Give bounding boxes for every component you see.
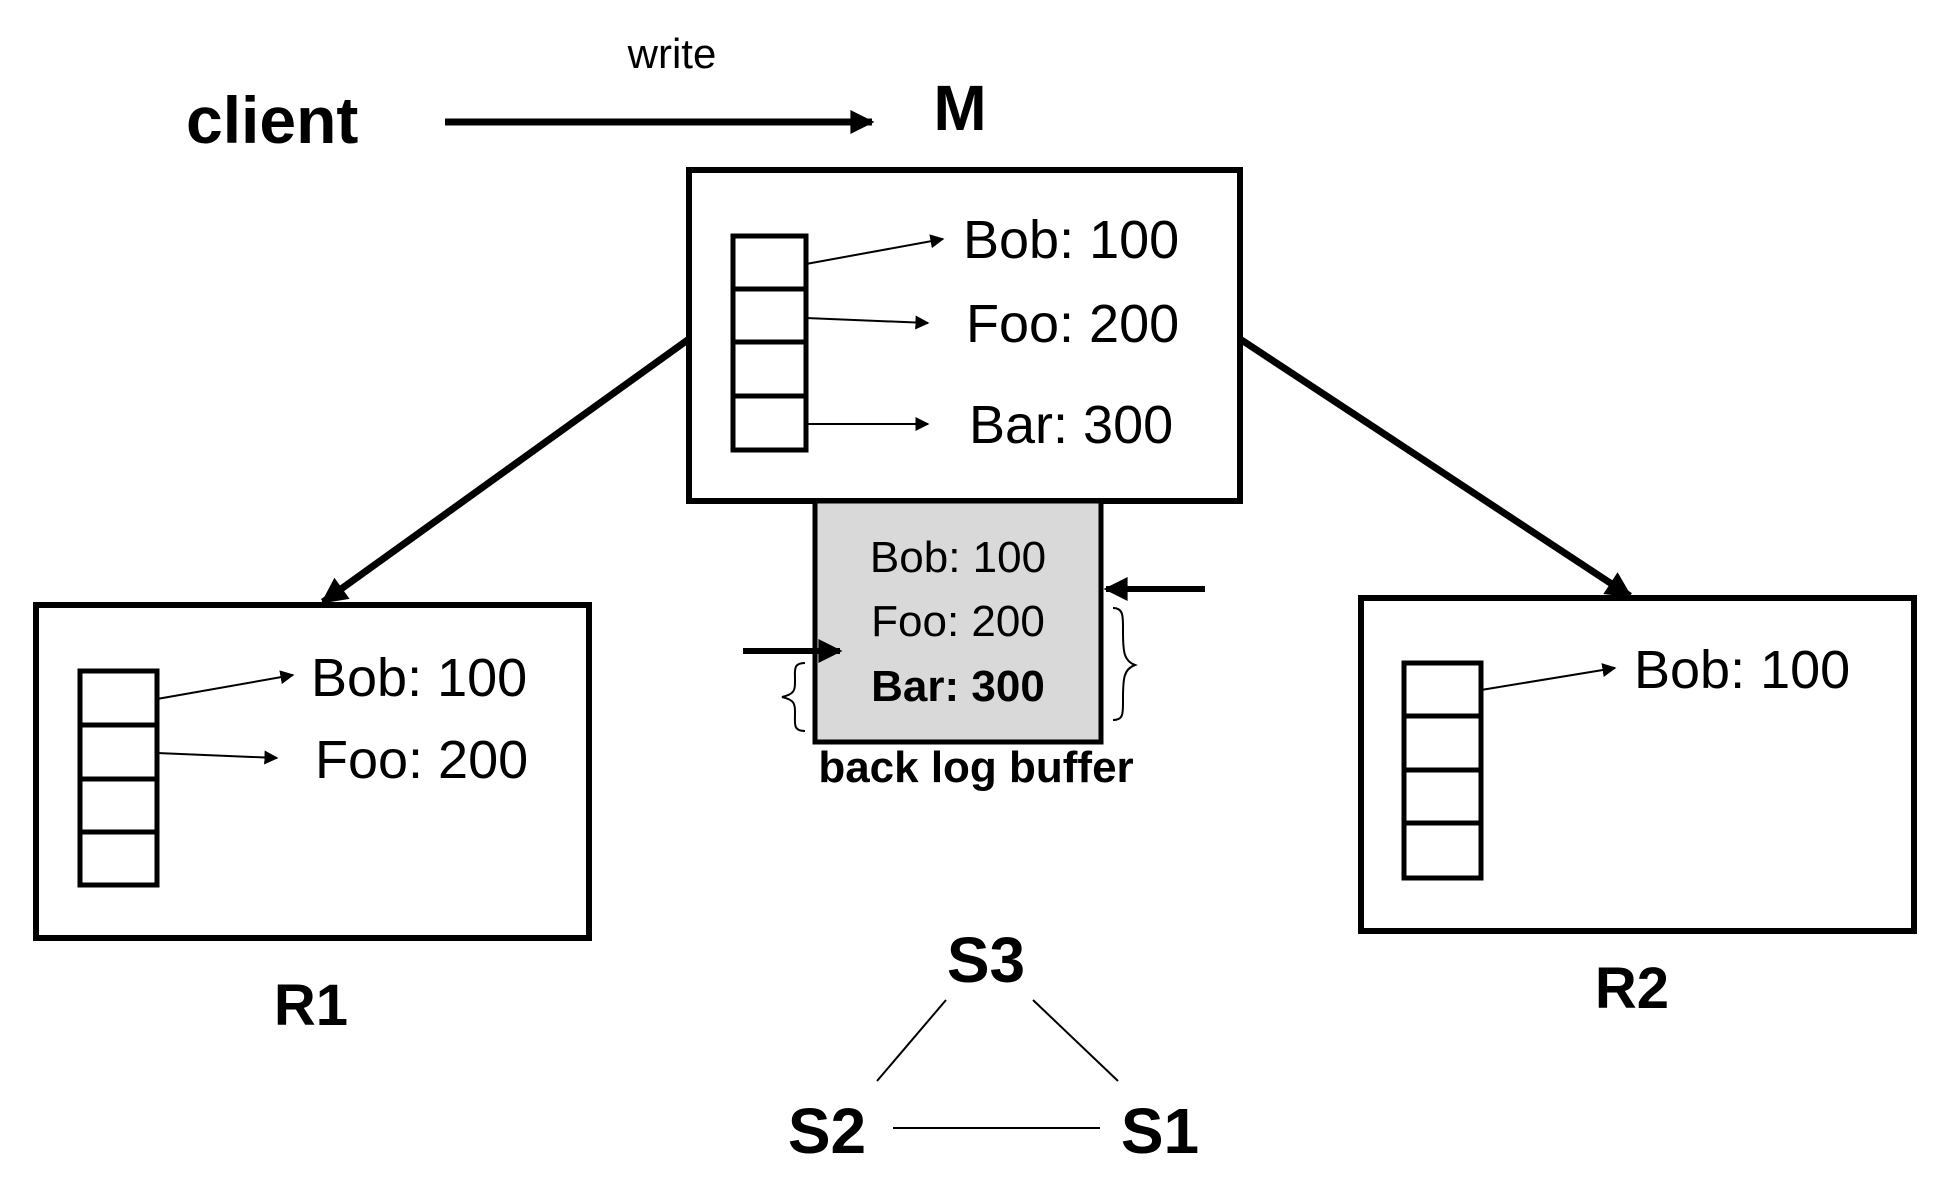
- replica-r2-node: Bob: 100: [1358, 595, 1917, 934]
- backlog-right-brace: [1112, 607, 1138, 721]
- backlog-box: [812, 498, 1104, 745]
- master-node: Bob: 100 Foo: 200 Bar: 300: [686, 167, 1243, 504]
- client-label: client: [186, 83, 358, 157]
- r1-pointer-arrow: [156, 670, 295, 700]
- sentinel-group: S3 S2 S1: [788, 924, 1199, 1167]
- replica-r1-label: R1: [274, 973, 348, 1038]
- r2-slot: [1401, 713, 1484, 773]
- r2-slot: [1401, 767, 1484, 826]
- backlog-entry: Bob: 100: [870, 533, 1046, 582]
- r2-slot: [1401, 820, 1484, 881]
- backlog-label: back log buffer: [818, 743, 1133, 792]
- backlog-buffer: Bob: 100 Foo: 200 Bar: 300 back log buff…: [743, 498, 1205, 792]
- replicate-arrow-r2: [1238, 336, 1633, 599]
- sentinel-link-s3-s2: [876, 999, 947, 1082]
- master-slot: [730, 393, 809, 453]
- master-entry: Bar: 300: [969, 395, 1173, 455]
- master-pointer-arrow: [805, 234, 945, 265]
- r2-entry: Bob: 100: [1634, 640, 1850, 700]
- r1-slot: [77, 776, 160, 835]
- master-slot: [730, 233, 809, 292]
- sentinel-s1-label: S1: [1121, 1095, 1199, 1167]
- r1-entry: Foo: 200: [315, 730, 528, 790]
- replicate-arrow-r1: [320, 336, 692, 605]
- r1-entry: Bob: 100: [311, 648, 527, 708]
- r1-pointer-arrow: [156, 750, 279, 765]
- master-pointer-arrow: [805, 315, 930, 330]
- master-slot: [730, 286, 809, 345]
- r1-slot: [77, 722, 160, 782]
- replica-r1-node: Bob: 100 Foo: 200: [33, 602, 592, 941]
- master-entry: Foo: 200: [966, 294, 1179, 354]
- replica-r2-label: R2: [1595, 956, 1669, 1021]
- backlog-entry: Foo: 200: [871, 597, 1045, 646]
- r1-slot: [77, 668, 160, 728]
- sentinel-s2-label: S2: [788, 1095, 866, 1167]
- sentinel-s3-label: S3: [947, 924, 1025, 996]
- backlog-left-brace: [781, 662, 806, 732]
- master-label: M: [933, 72, 986, 144]
- r1-slot: [77, 829, 160, 888]
- write-label: write: [627, 30, 717, 77]
- master-entry: Bob: 100: [963, 210, 1179, 270]
- master-slot: [730, 339, 809, 399]
- r2-slot: [1401, 660, 1484, 719]
- sentinel-link-s3-s1: [1032, 999, 1119, 1082]
- r2-pointer-arrow: [1480, 663, 1617, 691]
- backlog-entry: Bar: 300: [871, 662, 1045, 711]
